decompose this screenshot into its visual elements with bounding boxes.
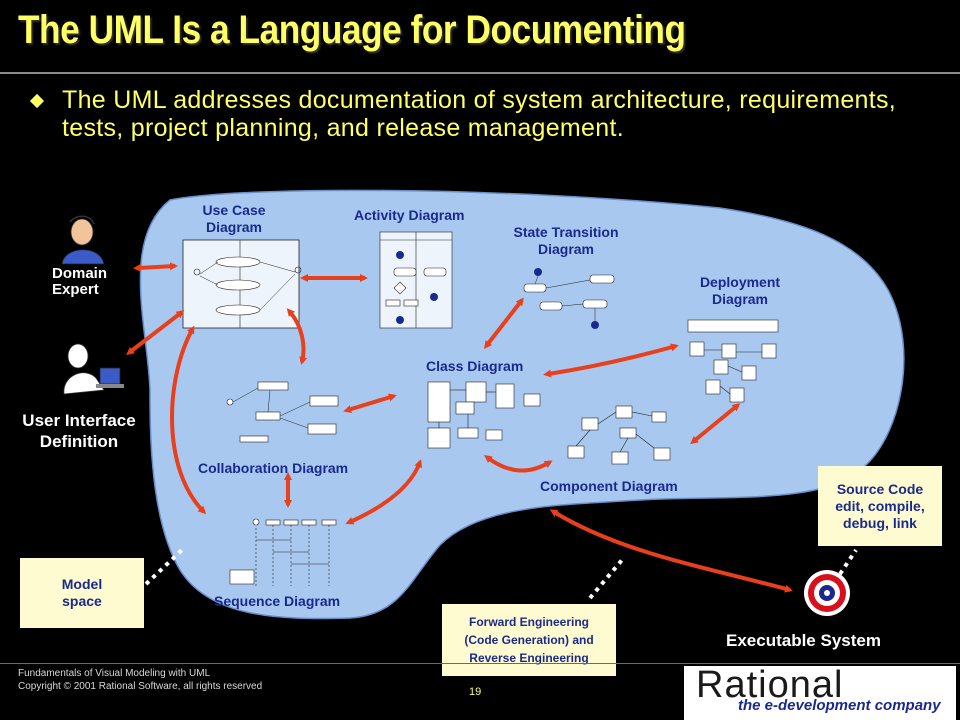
state-transition-label: State Transition Diagram: [513, 224, 619, 257]
state-transition-thumbnail: [523, 268, 615, 329]
class-diagram-label: Class Diagram: [426, 358, 524, 374]
logo-tagline: the e-development company: [738, 697, 941, 714]
logo-name: Rational: [696, 664, 844, 706]
user-interface-icon: [63, 343, 124, 395]
title-divider: [0, 72, 960, 74]
executable-system-label: Executable System: [726, 631, 881, 650]
source-code-note: Source Code edit, compile, debug, link: [818, 466, 942, 546]
sequence-diagram-thumbnail: [229, 518, 337, 586]
class-diagram-thumbnail: [427, 381, 541, 449]
executable-target-icon: [804, 570, 850, 616]
use-case-diagram-label: Use Case Diagram: [202, 202, 266, 235]
footer-text: Fundamentals of Visual Modeling with UML…: [18, 667, 262, 693]
collaboration-diagram-thumbnail: [226, 381, 339, 443]
activity-diagram-thumbnail: [379, 231, 453, 329]
deployment-diagram-label: Deployment Diagram: [699, 274, 781, 307]
footer-divider: [0, 663, 960, 664]
activity-diagram-label: Activity Diagram: [354, 207, 465, 223]
footer-course: Fundamentals of Visual Modeling with UML: [18, 668, 211, 679]
footer-copyright: Copyright © 2001 Rational Software, all …: [18, 681, 263, 692]
domain-expert-label: Domain Expert: [52, 265, 108, 298]
slide-title: The UML Is a Language for Documenting: [18, 8, 686, 52]
rational-logo: [684, 666, 956, 720]
domain-expert-icon: [61, 215, 105, 265]
use-case-diagram-thumbnail: [182, 239, 302, 329]
collaboration-diagram-label: Collaboration Diagram: [198, 460, 349, 476]
page-number: 19: [469, 686, 482, 698]
ui-definition-label: User Interface Definition: [22, 411, 136, 451]
engineering-note: Forward Engineering (Code Generation) an…: [442, 604, 616, 676]
bullet-text: The UML addresses documentation of syste…: [62, 86, 897, 142]
relationship-arrows: [126, 262, 793, 593]
model-space-blob: [139, 189, 905, 620]
component-diagram-label: Component Diagram: [540, 478, 678, 494]
sequence-diagram-label: Sequence Diagram: [214, 593, 341, 609]
deployment-diagram-thumbnail: [687, 319, 779, 403]
model-space-note: Model space: [20, 558, 144, 628]
component-diagram-thumbnail: [567, 405, 671, 465]
